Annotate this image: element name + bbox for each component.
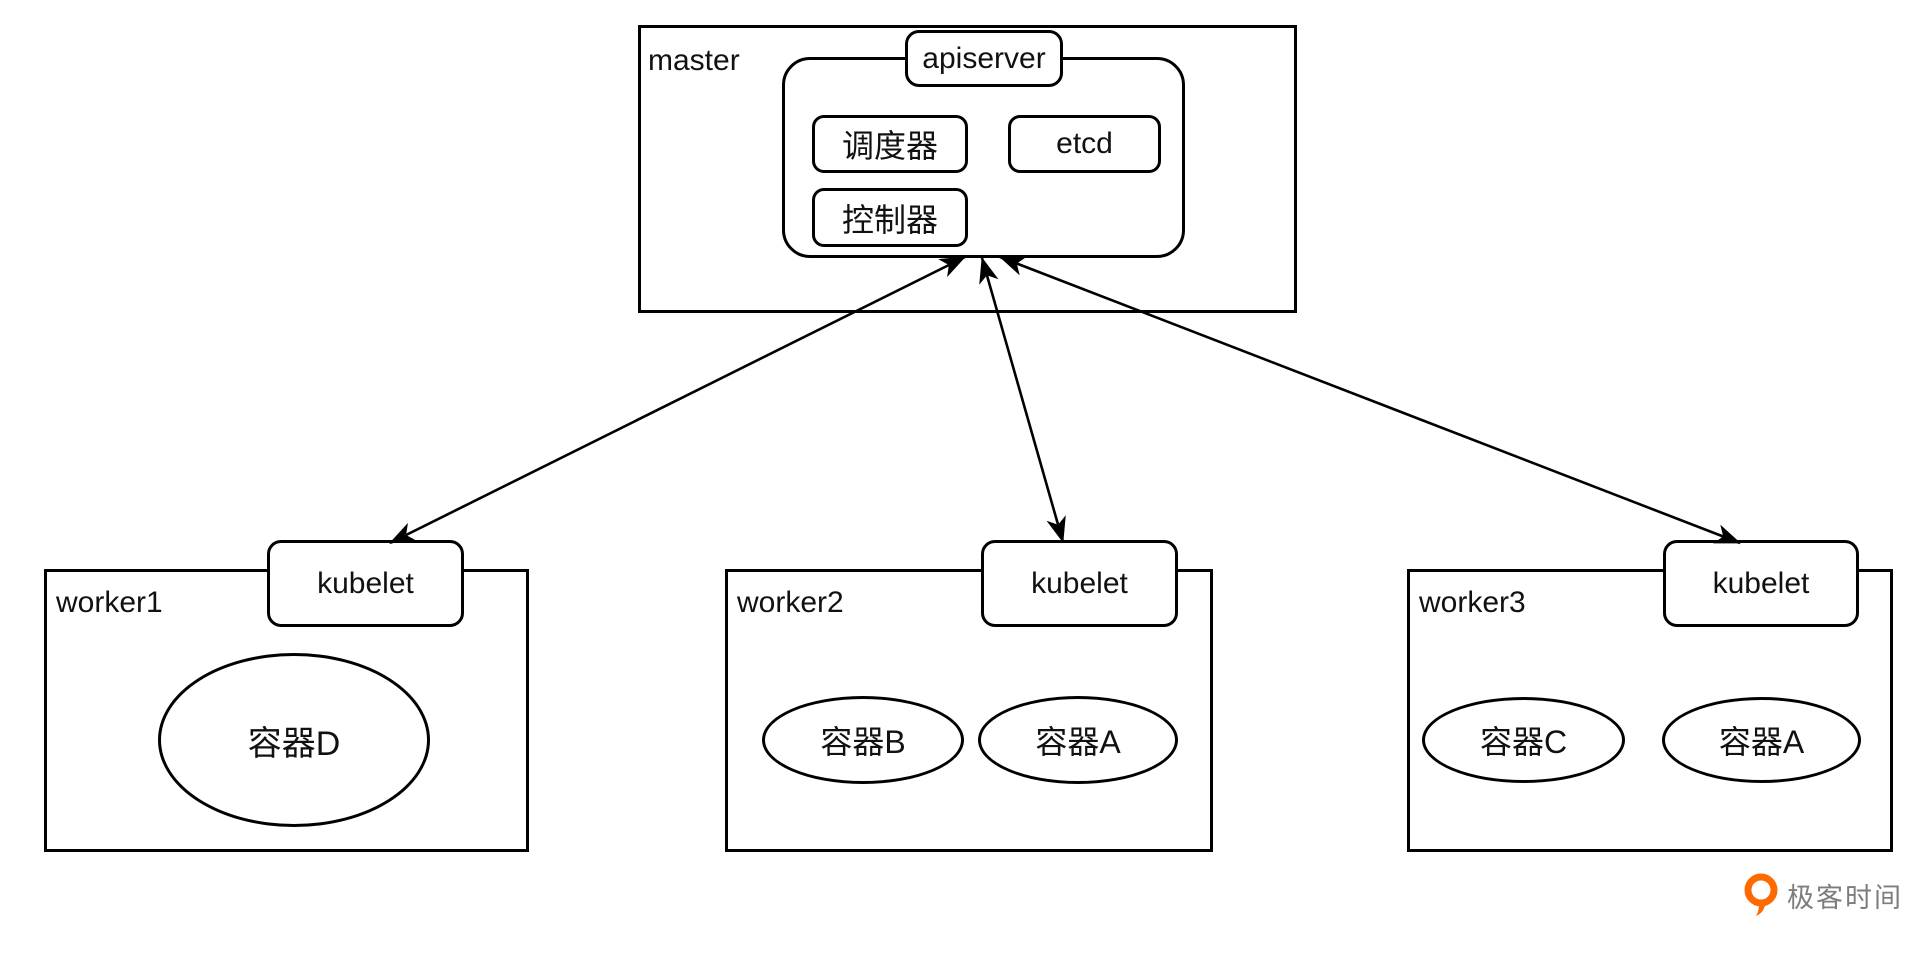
worker3-label: worker3 [1419,586,1526,619]
controller-label: 控制器 [841,201,938,238]
worker2-label: worker2 [737,586,844,619]
worker3-kubelet-label: kubelet [1712,566,1810,600]
worker1-kubelet-tag: kubelet [267,540,464,627]
worker2-kubelet-tag: kubelet [981,540,1178,627]
controller-box: 控制器 [812,188,968,247]
worker2-kubelet-label: kubelet [1031,566,1128,600]
worker1-label: worker1 [56,586,163,619]
brand-watermark: 极客时间 [1743,871,1903,919]
apiserver-label: apiserver [922,41,1046,75]
scheduler-box: 调度器 [812,115,968,173]
etcd-label: etcd [1056,127,1113,160]
container-b-label: 容器B [820,724,906,760]
apiserver-tag: apiserver [905,30,1063,87]
container-a2-label: 容器A [1035,724,1121,760]
container-d-label: 容器D [247,724,341,763]
container-a3-ellipse: 容器A [1662,697,1861,783]
container-d-ellipse: 容器D [158,653,430,827]
container-c-ellipse: 容器C [1422,697,1625,783]
container-c-label: 容器C [1479,724,1568,760]
container-a2-ellipse: 容器A [978,696,1178,784]
geektime-logo-icon [1743,871,1779,919]
container-a3-label: 容器A [1718,724,1805,760]
brand-name: 极客时间 [1787,882,1903,913]
container-b-ellipse: 容器B [762,696,964,784]
master-label: master [648,44,740,77]
worker3-kubelet-tag: kubelet [1663,540,1859,627]
worker1-kubelet-label: kubelet [317,566,414,600]
scheduler-label: 调度器 [841,128,938,164]
etcd-box: etcd [1008,115,1161,173]
